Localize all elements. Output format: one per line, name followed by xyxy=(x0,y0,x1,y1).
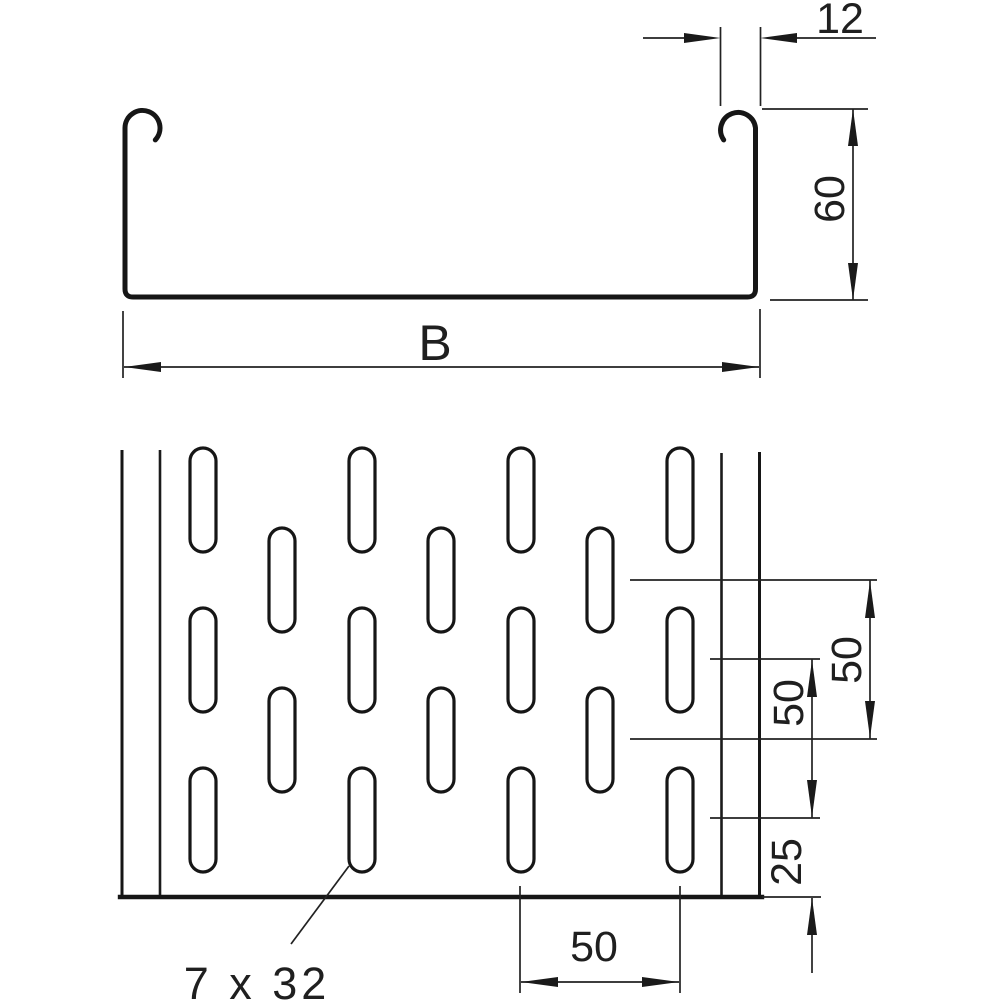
tray-profile-outline xyxy=(122,107,758,300)
dim-label-50-bottom: 50 xyxy=(570,923,618,971)
dim-label-25: 25 xyxy=(763,838,811,886)
slot-hole xyxy=(267,526,297,634)
dim-label-12: 12 xyxy=(816,0,864,43)
slot-hole xyxy=(665,446,695,554)
arrowhead-up-icon xyxy=(865,581,875,618)
dim-label-B: B xyxy=(418,315,451,371)
dim-label-50-outer: 50 xyxy=(823,636,871,684)
arrowhead-left-icon xyxy=(521,977,558,987)
slot-grid xyxy=(188,446,695,874)
arrowhead-down-icon xyxy=(848,263,858,300)
arrowhead-right-icon xyxy=(684,33,721,43)
arrowhead-right-icon xyxy=(642,977,679,987)
arrowhead-up-icon xyxy=(807,660,817,697)
dimension-column-pitch-50: 50 xyxy=(519,886,681,993)
slot-hole xyxy=(188,766,218,874)
arrowhead-left-icon xyxy=(124,362,161,372)
dimension-height-60: 60 xyxy=(762,108,868,301)
slot-hole xyxy=(188,446,218,554)
slot-hole xyxy=(426,526,456,634)
slot-hole xyxy=(665,606,695,714)
arrowhead-up-icon xyxy=(848,109,858,146)
cross-section-view: 12 60 B xyxy=(122,0,876,378)
slot-hole xyxy=(506,446,536,554)
slot-hole xyxy=(585,526,615,634)
dim-label-60: 60 xyxy=(806,175,854,223)
dimension-flange-12: 12 xyxy=(643,0,876,106)
plan-view: 50 50 25 50 7 x 32 xyxy=(117,446,877,1000)
arrowhead-left-icon xyxy=(760,33,797,43)
dimension-edge-offset-25: 25 xyxy=(763,838,817,973)
arrowhead-right-icon xyxy=(722,362,759,372)
arrowhead-up-icon xyxy=(807,898,817,935)
slot-hole xyxy=(506,766,536,874)
slot-size-label: 7 x 32 xyxy=(184,958,331,1000)
arrowhead-down-icon xyxy=(865,701,875,738)
dimension-width-B: B xyxy=(122,309,761,378)
slot-hole xyxy=(347,606,377,714)
dimension-row-pitch-inner-50: 50 xyxy=(710,658,820,819)
leader-line xyxy=(290,865,350,945)
slot-hole xyxy=(665,766,695,874)
slot-hole xyxy=(267,686,297,794)
dimension-row-pitch-outer-50: 50 xyxy=(630,579,877,740)
slot-hole xyxy=(585,686,615,794)
slot-hole xyxy=(426,686,456,794)
slot-hole xyxy=(347,446,377,554)
slot-hole xyxy=(347,766,377,874)
slot-hole xyxy=(188,606,218,714)
slot-size-callout: 7 x 32 xyxy=(184,865,350,1000)
dim-label-50-inner: 50 xyxy=(765,679,813,727)
arrowhead-down-icon xyxy=(807,780,817,817)
slot-hole xyxy=(506,606,536,714)
